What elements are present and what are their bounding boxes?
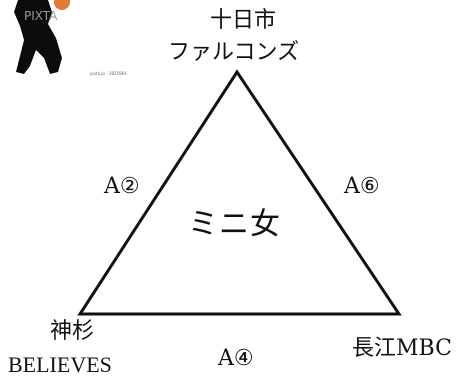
basketball-player-silhouette bbox=[14, 0, 70, 74]
triangle-shape bbox=[77, 69, 402, 316]
team-top-line2: ファルコンズ bbox=[168, 40, 300, 65]
team-bottom-right: 長江MBC bbox=[352, 336, 452, 361]
match-bottom: A④ bbox=[218, 346, 254, 371]
watermark-caption: pixta.jp - 3825964 bbox=[90, 71, 127, 76]
team-bottom-left-line2: BELIEVES bbox=[8, 352, 112, 377]
category-label: ミニ女 bbox=[188, 207, 281, 242]
match-left: A② bbox=[104, 174, 140, 199]
pixta-watermark-logo: PIXTA bbox=[14, 0, 70, 74]
match-right: A⑥ bbox=[344, 174, 380, 199]
watermark-brand-text: PIXTA bbox=[24, 9, 58, 23]
team-bottom-left-line1: 神杉 bbox=[50, 319, 95, 344]
team-top-line1: 十日市 bbox=[210, 8, 277, 33]
